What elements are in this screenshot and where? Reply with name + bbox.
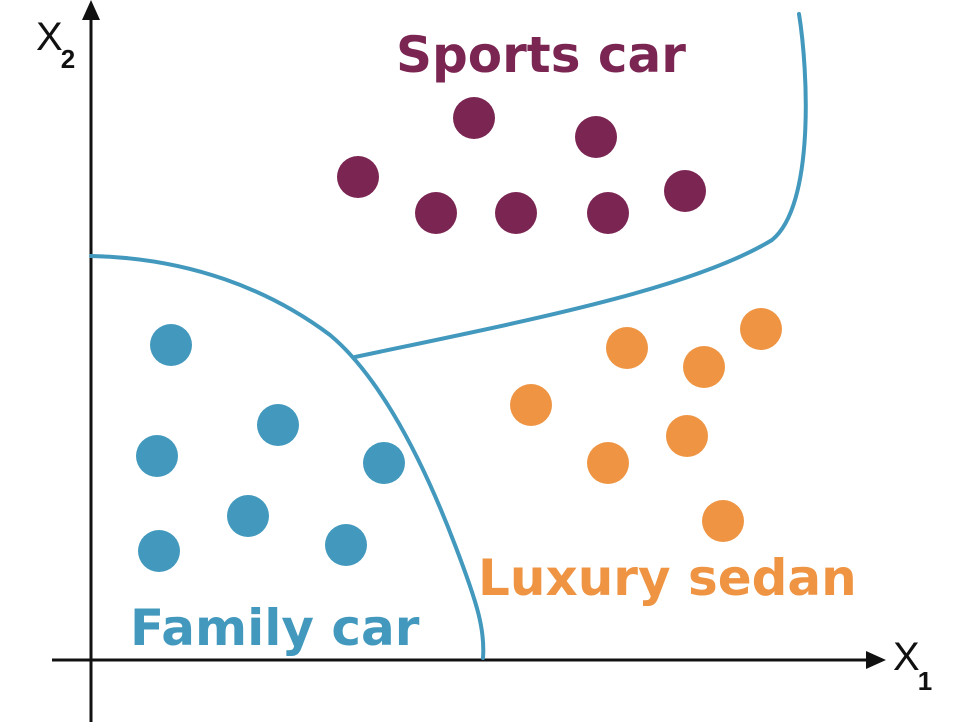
family-car-point-4 xyxy=(363,442,405,484)
family-car-points xyxy=(136,324,405,572)
boundary-sports-car xyxy=(353,12,808,359)
x-axis-subscript: 1 xyxy=(918,666,932,696)
label-sports-car: Sports car xyxy=(396,26,686,84)
luxury-sedan-point-6 xyxy=(587,442,629,484)
boundary-family-car xyxy=(89,254,486,660)
luxury-sedan-point-5 xyxy=(666,415,708,457)
family-car-point-3 xyxy=(136,435,178,477)
family-car-point-2 xyxy=(257,404,299,446)
label-luxury-sedan: Luxury sedan xyxy=(478,549,857,607)
sports-car-point-2 xyxy=(575,116,617,158)
family-car-point-7 xyxy=(138,530,180,572)
y-axis-label: X2 xyxy=(36,15,75,74)
sports-car-point-3 xyxy=(337,156,379,198)
sports-car-points xyxy=(337,97,706,234)
y-axis-arrow xyxy=(82,0,100,20)
label-family-car: Family car xyxy=(130,599,420,657)
sports-car-point-6 xyxy=(495,192,537,234)
sports-car-point-1 xyxy=(453,97,495,139)
luxury-sedan-point-1 xyxy=(740,308,782,350)
family-car-point-6 xyxy=(325,524,367,566)
luxury-sedan-point-3 xyxy=(683,346,725,388)
y-axis-subscript: 2 xyxy=(61,44,75,74)
family-car-point-1 xyxy=(150,324,192,366)
decision-boundaries xyxy=(89,12,808,660)
luxury-sedan-points xyxy=(510,308,782,542)
x-axis-arrow xyxy=(866,651,886,669)
sports-car-point-4 xyxy=(664,170,706,212)
luxury-sedan-point-7 xyxy=(702,500,744,542)
sports-car-point-7 xyxy=(587,192,629,234)
luxury-sedan-point-2 xyxy=(606,327,648,369)
luxury-sedan-point-4 xyxy=(510,384,552,426)
axes xyxy=(52,0,886,722)
family-car-point-5 xyxy=(227,495,269,537)
sports-car-point-5 xyxy=(415,192,457,234)
